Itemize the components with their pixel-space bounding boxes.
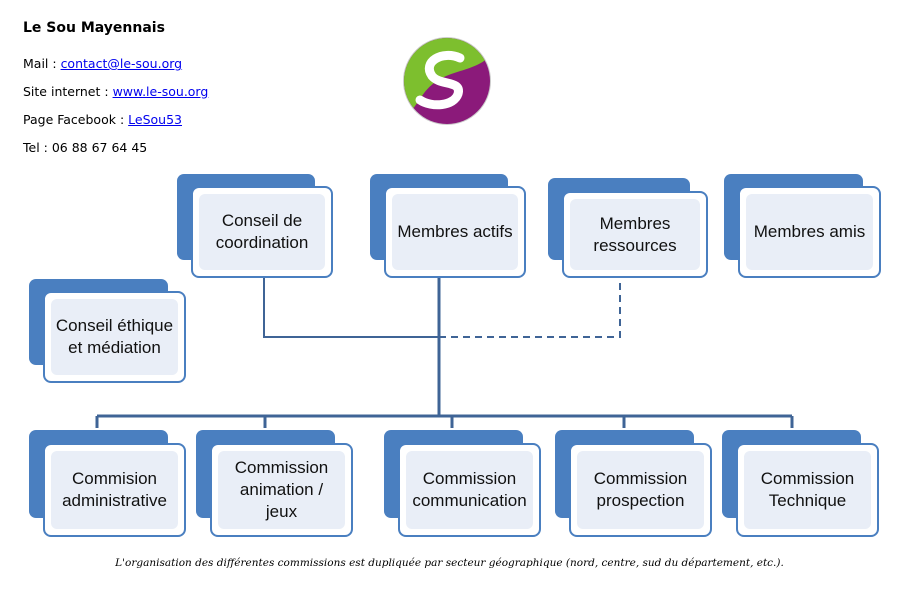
ressources-dashed-connector (439, 281, 621, 338)
node-label: Conseil de coordination (215, 211, 309, 252)
mail-label: Mail : (23, 56, 61, 71)
mail-link[interactable]: contact@le-sou.org (60, 56, 183, 71)
node-label: Membres actifs (397, 222, 513, 241)
org-name: Le Sou Mayennais (23, 20, 165, 36)
node-label: Membres ressources (593, 213, 677, 255)
facebook-line: Page Facebook : LeSou53 (23, 112, 182, 127)
le-sou-logo-icon (403, 37, 491, 125)
footnote: L'organisation des différentes commissio… (115, 557, 784, 569)
node-label: Commission animation / jeux (234, 458, 329, 521)
node-label: Commision administrative (62, 469, 167, 510)
node-label: Commission communication (412, 469, 527, 510)
node-label: Commission prospection (593, 469, 688, 510)
facebook-link[interactable]: LeSou53 (128, 112, 182, 127)
node-conseil-coordination: Conseil de coordination (177, 174, 333, 278)
site-link[interactable]: www.le-sou.org (112, 84, 209, 99)
node-membres-actifs: Membres actifs (370, 174, 526, 278)
node-commission-animation: Commission animation / jeux (196, 430, 353, 537)
mail-line: Mail : contact@le-sou.org (23, 56, 182, 71)
node-commission-technique: Commission Technique (722, 430, 879, 537)
node-commission-communication: Commission communication (384, 430, 541, 537)
site-line: Site internet : www.le-sou.org (23, 84, 208, 99)
node-label: Conseil éthique et médiation (55, 316, 174, 357)
node-membres-ressources: Membres ressources (548, 178, 708, 278)
node-commission-administrative: Commision administrative (29, 430, 186, 537)
node-label: Commission Technique (760, 469, 855, 510)
node-membres-amis: Membres amis (724, 174, 881, 278)
coordination-connector (263, 276, 439, 338)
tel-line: Tel : 06 88 67 64 45 (23, 140, 148, 155)
node-conseil-ethique: Conseil éthique et médiation (29, 279, 186, 383)
site-label: Site internet : (23, 84, 113, 99)
facebook-label: Page Facebook : (23, 112, 129, 127)
node-commission-prospection: Commission prospection (555, 430, 712, 537)
node-label: Membres amis (753, 222, 866, 241)
